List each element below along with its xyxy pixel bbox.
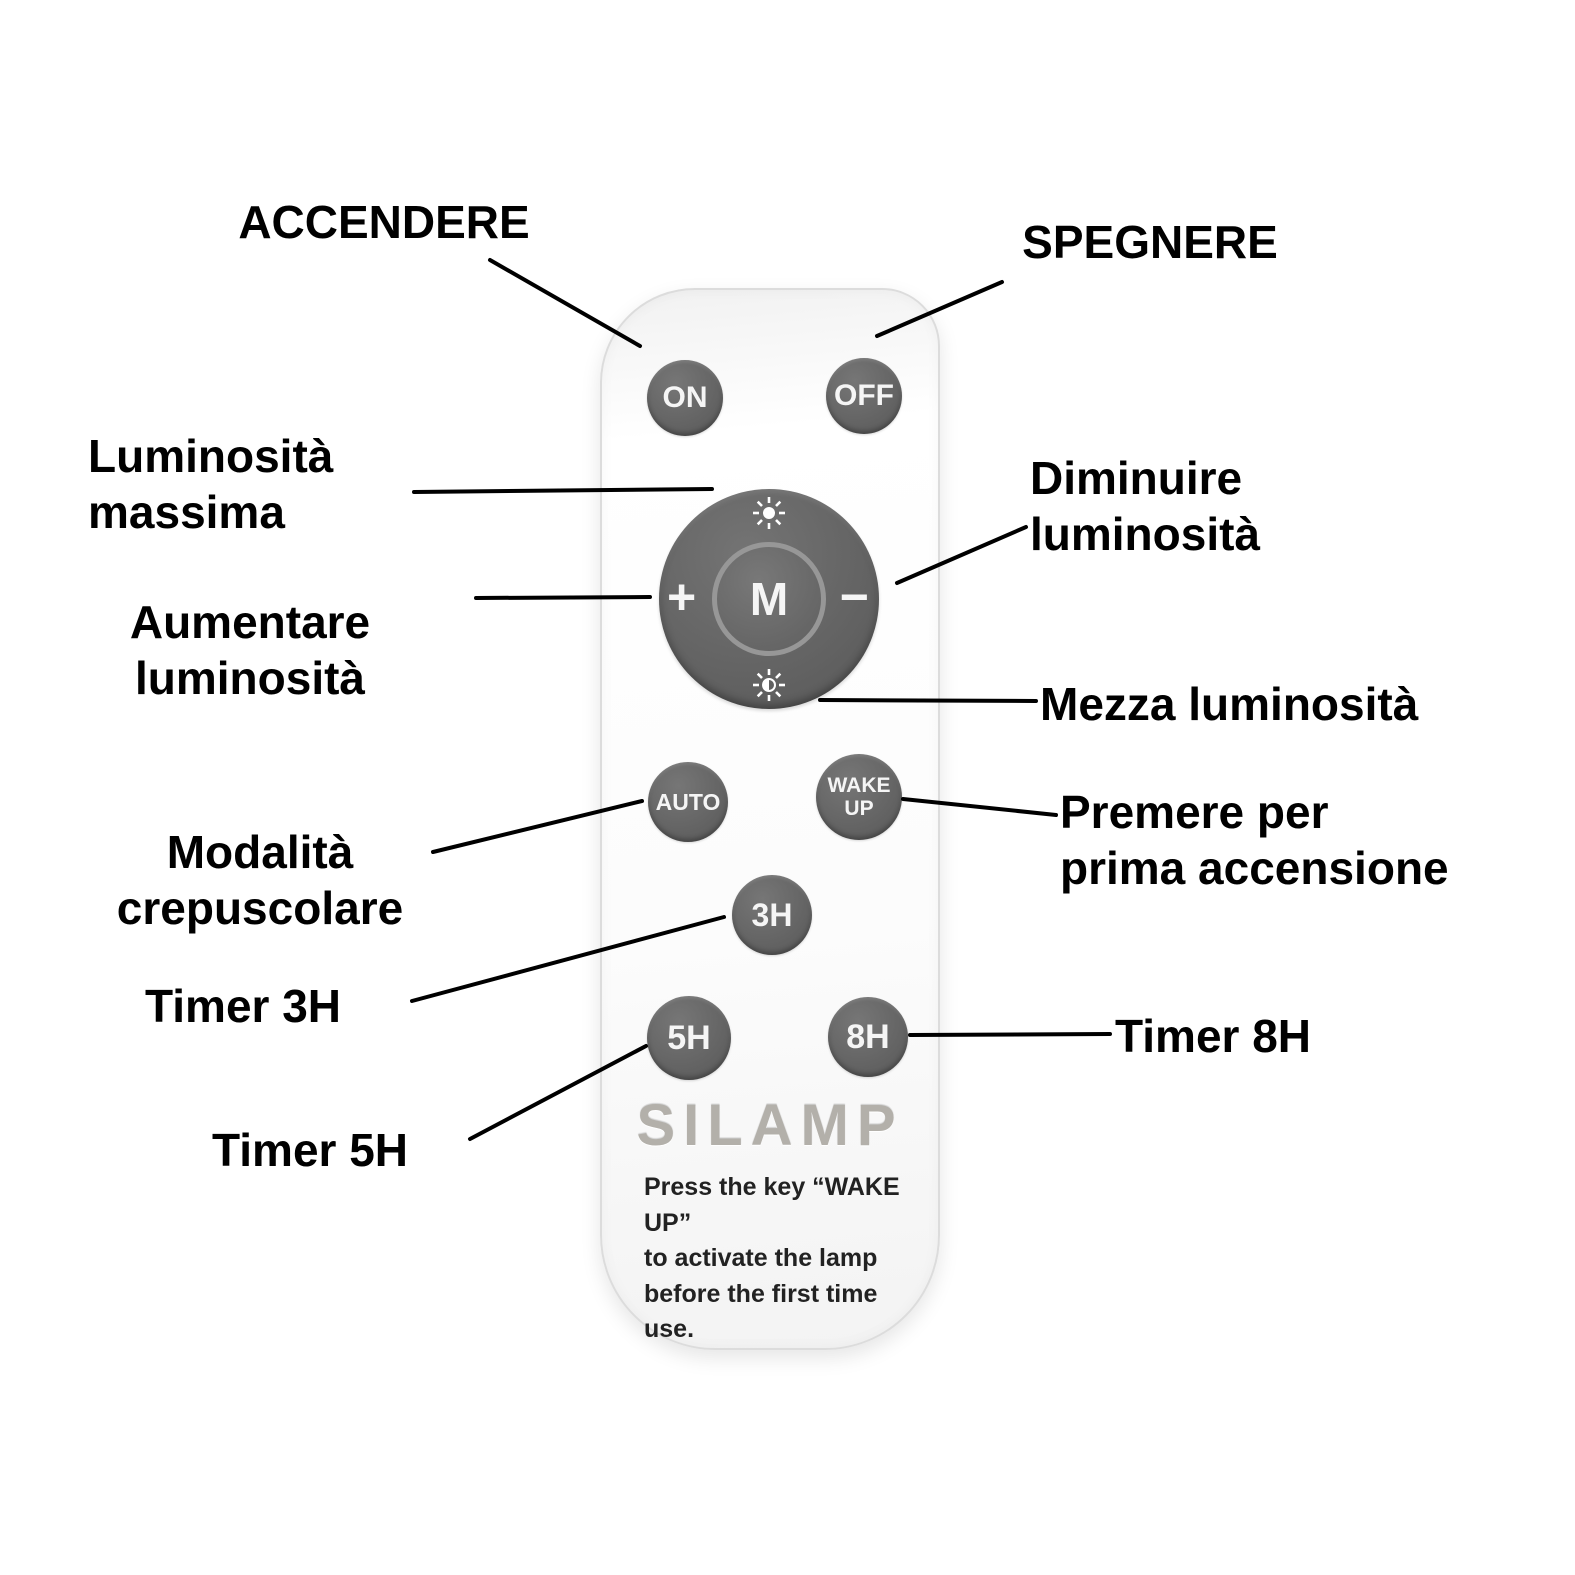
increase-brightness-button: + xyxy=(667,569,697,625)
half-brightness-icon xyxy=(751,667,787,703)
on-button: ON xyxy=(647,360,723,436)
line-timer8h xyxy=(908,1032,1112,1037)
label-diminuire-luminosita: Diminuire luminosità xyxy=(1030,452,1261,561)
mode-button: M xyxy=(712,542,826,656)
brand-logo: SILAMP xyxy=(636,1093,904,1158)
timer-3h-button: 3H xyxy=(732,875,812,955)
label-premere-prima-accensione: Premere per prima accensione xyxy=(1060,786,1449,895)
max-brightness-icon xyxy=(751,495,787,531)
label-modalita-crepuscolare: Modalità crepuscolare xyxy=(116,826,404,935)
off-button: OFF xyxy=(826,358,902,434)
label-accendere: ACCENDERE xyxy=(238,196,530,248)
label-timer-8h: Timer 8H xyxy=(1115,1010,1312,1062)
timer-5h-button: 5H xyxy=(647,996,731,1080)
label-aumentare-luminosita: Aumentare luminosità xyxy=(129,596,371,705)
label-mezza-luminosita: Mezza luminosità xyxy=(1040,678,1419,730)
decrease-brightness-button: − xyxy=(839,569,869,625)
auto-button: AUTO xyxy=(648,762,728,842)
instructions-text: Press the key “WAKE UP” to activate the … xyxy=(644,1173,900,1343)
label-spegnere: SPEGNERE xyxy=(1022,216,1278,268)
label-luminosita-massima: Luminosità massima xyxy=(88,430,334,539)
timer-8h-button: 8H xyxy=(828,997,908,1077)
label-timer-5h: Timer 5H xyxy=(212,1124,409,1176)
wake-up-button: WAKE UP xyxy=(816,754,902,840)
remote-body: ON OFF + xyxy=(600,288,940,1350)
brightness-pad: + M − xyxy=(659,489,879,709)
label-timer-3h: Timer 3H xyxy=(145,980,342,1032)
